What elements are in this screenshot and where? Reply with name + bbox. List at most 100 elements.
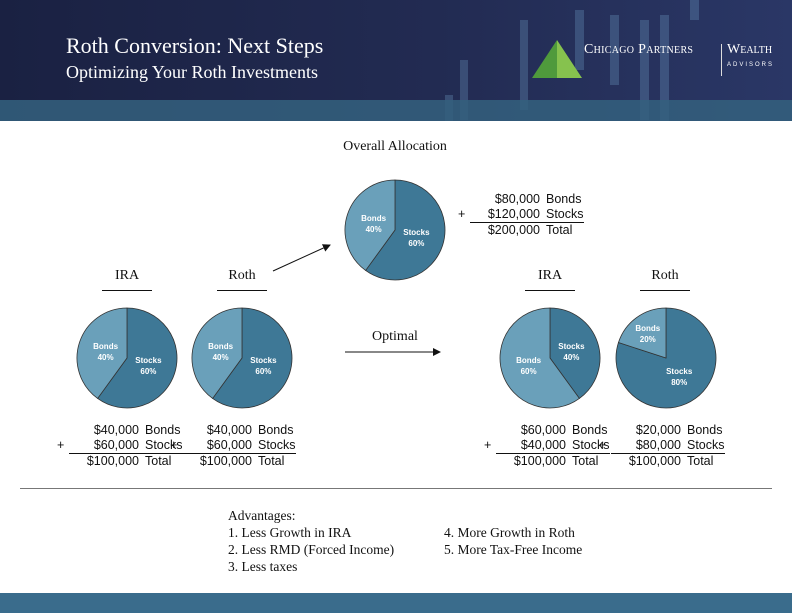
pie-label: Bonds xyxy=(635,324,660,333)
pie-percent: 60% xyxy=(408,239,424,248)
pie-label: Bonds xyxy=(93,342,118,351)
current-roth-label: Roth xyxy=(228,268,256,283)
pie-slice-stocks xyxy=(549,307,601,400)
amount-value-group: $80,000 Stocks xyxy=(611,438,725,454)
pie-slice-bonds xyxy=(191,307,243,400)
amount-row: $40,000 Bonds xyxy=(170,423,296,438)
amount-row: $40,000 Bonds xyxy=(57,423,183,438)
pie-percent: 40% xyxy=(213,353,229,362)
amount-label: Total xyxy=(145,454,172,468)
footer-band xyxy=(0,593,792,613)
optimal-ira-label: IRA xyxy=(537,268,563,283)
amount-value-group: $20,000 Bonds xyxy=(611,423,723,438)
slide-title: Roth Conversion: Next Steps xyxy=(66,33,324,58)
amount-value: $40,000 xyxy=(93,423,139,437)
pie-label: Stocks xyxy=(666,367,693,376)
advantage-item: 5. More Tax-Free Income xyxy=(444,542,583,557)
amount-prefix: + xyxy=(484,438,492,452)
amount-prefix xyxy=(170,423,182,438)
pie-label: Stocks xyxy=(403,228,430,237)
amount-label: Bonds xyxy=(258,423,294,437)
pie-slice-bonds xyxy=(617,307,667,359)
amount-row: $100,000 Total xyxy=(57,454,183,469)
pie-slice-stocks xyxy=(97,307,178,409)
advantages-title: Advantages: xyxy=(228,508,296,523)
pie-label: Bonds xyxy=(516,356,541,365)
amount-value-group: $100,000 Total xyxy=(69,454,172,469)
amount-value-group: $40,000 Stocks xyxy=(496,438,610,454)
amount-value: $100,000 xyxy=(86,454,139,468)
amount-row: + $40,000 Stocks xyxy=(484,438,610,454)
pie-slice-bonds xyxy=(344,179,396,272)
amount-value: $80,000 xyxy=(494,192,540,206)
logo-triangle-icon xyxy=(532,40,582,78)
amount-prefix: + xyxy=(599,438,607,452)
advantage-item: 3. Less taxes xyxy=(228,559,298,574)
amount-value: $40,000 xyxy=(206,423,252,437)
amount-value: $60,000 xyxy=(206,438,252,452)
pie-label: Bonds xyxy=(208,342,233,351)
pie-slice-stocks xyxy=(212,307,293,409)
amount-value: $60,000 xyxy=(93,438,139,452)
logo-wealth: Wealth xyxy=(727,42,773,57)
amount-row: $60,000 Bonds xyxy=(484,423,610,438)
amount-value: $80,000 xyxy=(635,438,681,452)
amount-label: Total xyxy=(546,223,573,237)
amount-prefix xyxy=(57,423,69,438)
current-ira-label: IRA xyxy=(114,268,140,283)
amount-value: $60,000 xyxy=(520,423,566,437)
amount-label: Bonds xyxy=(145,423,181,437)
amount-prefix xyxy=(599,423,611,438)
amount-label: Bonds xyxy=(572,423,608,437)
pie-percent: 40% xyxy=(98,353,114,362)
amount-value: $40,000 xyxy=(520,438,566,452)
pie-percent: 60% xyxy=(521,367,537,376)
amount-value-group: $40,000 Bonds xyxy=(69,423,181,438)
slide-subtitle: Optimizing Your Roth Investments xyxy=(66,62,319,82)
pie-label: Bonds xyxy=(361,214,386,223)
logo-divider xyxy=(721,44,722,76)
amount-label: Total xyxy=(258,454,285,468)
amount-prefix xyxy=(170,454,182,469)
amount-row: $20,000 Bonds xyxy=(599,423,725,438)
pie-slice-stocks xyxy=(365,179,446,281)
amount-value: $100,000 xyxy=(513,454,566,468)
pie-slice-bonds xyxy=(499,307,580,409)
header-banner: Roth Conversion: Next Steps Optimizing Y… xyxy=(0,0,792,121)
amount-label: Stocks xyxy=(572,438,610,452)
amount-prefix: + xyxy=(57,438,65,452)
pie-percent: 40% xyxy=(563,353,579,362)
divider xyxy=(640,290,690,291)
pie-percent: 20% xyxy=(640,335,656,344)
amount-value-group: $40,000 Bonds xyxy=(182,423,294,438)
amount-prefix xyxy=(57,454,69,469)
amount-prefix xyxy=(599,454,611,469)
arrow-to-overall xyxy=(272,244,331,272)
amount-value: $100,000 xyxy=(628,454,681,468)
amount-prefix xyxy=(484,454,496,469)
divider xyxy=(217,290,267,291)
divider xyxy=(20,488,772,489)
pie-label: Stocks xyxy=(250,356,277,365)
amount-value: $20,000 xyxy=(635,423,681,437)
amount-label: Stocks xyxy=(687,438,725,452)
amount-value: $120,000 xyxy=(487,207,540,221)
amount-label: Bonds xyxy=(687,423,723,437)
optimal-roth-label: Roth xyxy=(651,268,679,283)
